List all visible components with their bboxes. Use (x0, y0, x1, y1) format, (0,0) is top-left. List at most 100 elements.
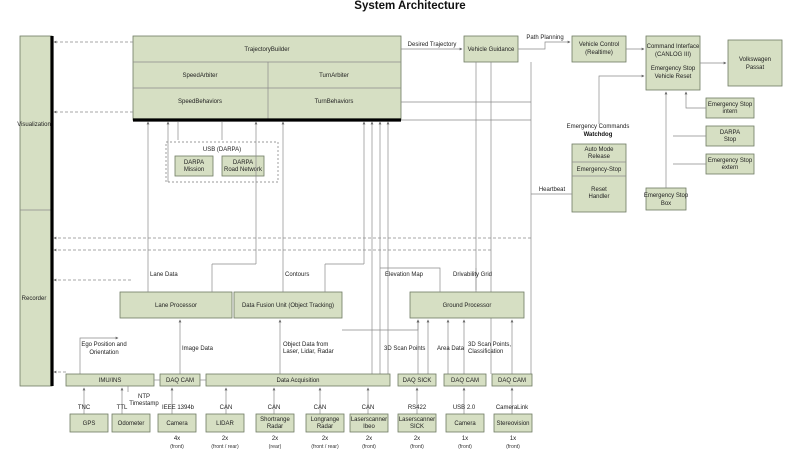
ground-processor-box (409, 291, 525, 319)
darpa-road-network-box (221, 155, 265, 177)
estop-intern-box (705, 97, 755, 119)
sensor-box (493, 413, 533, 433)
sensor-mount: (front) (362, 444, 376, 450)
visualization-label: Visualization (17, 122, 51, 128)
daq-cam-2-box (443, 373, 487, 387)
sensor-box (111, 413, 151, 433)
vehicle-control: Vehicle Control(Realtime) (579, 42, 619, 56)
sensor-name: Stereovision (496, 421, 529, 427)
sensor-bus: IEEE 1394b (162, 405, 195, 411)
data-fusion-box (233, 291, 343, 319)
sensor-box (205, 413, 245, 433)
sensor-name: GPS (83, 421, 96, 427)
vw-passat-box (727, 39, 783, 87)
sensor-count: 4x (174, 436, 180, 442)
sensor-bus: CAN (314, 405, 327, 411)
sensor-bus: TNC (78, 405, 91, 411)
sensor-mount: (rear) (269, 444, 282, 450)
speed-arbiter: SpeedArbiter (182, 73, 217, 79)
planning-frame (132, 35, 402, 121)
area-data-label: Area Data (437, 346, 465, 352)
imu-ins: IMU/INS (99, 378, 122, 384)
lane-data-label: Lane Data (150, 272, 178, 278)
drivability-grid-label: Drivability Grid (453, 272, 492, 278)
sensor-bus: CameraLink (496, 405, 529, 411)
sensor-box (157, 413, 197, 433)
sensor-count: 2x (222, 436, 228, 442)
sensor-mount: (front) (506, 444, 520, 450)
daq-sick-box (397, 373, 437, 387)
vehicle-guidance: Vehicle Guidance (468, 47, 515, 53)
usb-darpa-frame (165, 141, 279, 183)
sensor-mount: (front / rear) (311, 444, 339, 450)
daq-cam-3: DAQ CAM (498, 378, 526, 384)
sensor-mount: (front / rear) (211, 444, 239, 450)
sensor-bus: CAN (268, 405, 281, 411)
sensor-bus: TTL (117, 405, 128, 411)
sensor-count: 2x (414, 436, 420, 442)
sensor-name: Odometer (118, 421, 145, 427)
sensor-mount: (front) (458, 444, 472, 450)
watchdog-label: Watchdog (584, 132, 613, 138)
sensor-count: 2x (366, 436, 372, 442)
sensor-bus: USB 2.0 (453, 405, 476, 411)
speed-behaviors: SpeedBehaviors (178, 99, 222, 105)
contours-label: Contours (285, 272, 309, 278)
ground-processor: Ground Processor (443, 303, 492, 309)
emergency-commands-label: Emergency Commands (567, 124, 630, 130)
sensor-bus: CAN (220, 405, 233, 411)
sensor-name: LIDAR (216, 421, 234, 427)
sensor-box (397, 413, 437, 433)
sensor-bus: RS422 (408, 405, 427, 411)
watchdog-frame (571, 143, 627, 213)
sensor-mount: (front) (410, 444, 424, 450)
darpa-mission-box (174, 155, 214, 177)
scan-points-label: 3D Scan Points (384, 346, 425, 352)
sensor-box (255, 413, 295, 433)
sensor-box (305, 413, 345, 433)
sensor-row: GPS TNC Odometer TTL Camera IEEE 1394b 4x (fron… (69, 387, 533, 450)
sensor-count: 1x (462, 436, 468, 442)
side-panel (19, 35, 53, 387)
sensor-mount: (front) (170, 444, 184, 450)
sensor-bus: CAN (362, 405, 375, 411)
elevation-map-label: Elevation Map (385, 272, 424, 278)
planning-block: TrajectoryBuilder SpeedArbiter TurnArbit… (132, 35, 402, 122)
daq-cam-3-box (491, 373, 533, 387)
daq-sick: DAQ SICK (403, 378, 432, 384)
sensor-box (69, 413, 109, 433)
sensor-count: 2x (322, 436, 328, 442)
sensor-name: Camera (454, 421, 476, 427)
path-planning-label: Path Planning (526, 35, 563, 41)
turn-behaviors: TurnBehaviors (315, 99, 354, 105)
sensor-name: Camera (166, 421, 188, 427)
lane-processor: Lane Processor (155, 303, 197, 309)
trajectory-builder: TrajectoryBuilder (244, 47, 289, 53)
command-interface: Command Interface(CANLOG III) (647, 44, 700, 58)
daq-cam-2: DAQ CAM (451, 378, 479, 384)
sensor-box (445, 413, 485, 433)
vehicle-control-box (571, 35, 627, 63)
data-acquisition: Data Acquisition (276, 378, 319, 384)
turn-arbiter: TurnArbiter (319, 73, 349, 79)
emergency-stop-state: Emergency-Stop (577, 167, 622, 173)
recorder-label: Recorder (22, 296, 47, 302)
